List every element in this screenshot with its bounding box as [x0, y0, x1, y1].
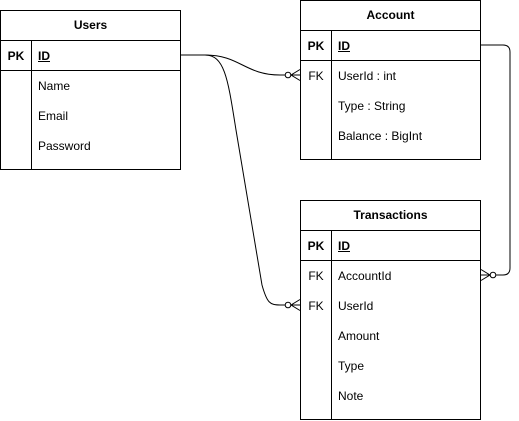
entity-row: FK UserId: [301, 291, 480, 321]
column-divider: [31, 41, 32, 170]
entity-row-pk: PK ID: [1, 41, 180, 71]
pk-label: PK: [307, 39, 325, 53]
field-userid: UserId : int: [338, 69, 397, 83]
field-balance: Balance : BigInt: [338, 129, 423, 143]
entity-account-title: Account: [301, 1, 480, 31]
key-label: [301, 121, 331, 151]
field-amount: Amount: [338, 329, 380, 343]
relationship-users-account: [181, 54, 301, 81]
entity-row: FK AccountId: [301, 261, 480, 291]
entity-transactions[interactable]: Transactions PK ID FK AccountId FK UserI…: [300, 200, 481, 420]
field-type: Type : String: [338, 99, 406, 113]
entity-row: Type: [301, 351, 480, 381]
fk-label: FK: [308, 69, 324, 83]
field-type: Type: [338, 359, 365, 373]
entity-users[interactable]: Users PK ID Name Email Password: [0, 10, 181, 170]
relationship-users-transactions: [204, 54, 301, 311]
entity-transactions-title: Transactions: [301, 201, 480, 231]
key-label: [301, 91, 331, 121]
column-divider: [331, 231, 332, 420]
field-id: ID: [338, 239, 350, 253]
entity-row: Type : String: [301, 91, 480, 121]
entity-row: Name: [1, 71, 180, 101]
zero-marker-icon: [489, 271, 497, 279]
key-label: [301, 381, 331, 411]
entity-row: Balance : BigInt: [301, 121, 480, 151]
entity-row: FK UserId : int: [301, 61, 480, 91]
field-accountid: AccountId: [338, 269, 392, 283]
field-id: ID: [38, 49, 50, 63]
field-note: Note: [338, 389, 364, 403]
key-label: [1, 71, 31, 101]
pk-label: PK: [307, 239, 325, 253]
field-id: ID: [338, 39, 350, 53]
key-label: [1, 131, 31, 161]
entity-row: Password: [1, 131, 180, 161]
key-label: [1, 101, 31, 131]
column-divider: [331, 31, 332, 160]
entity-users-title: Users: [1, 11, 180, 41]
entity-row-pk: PK ID: [301, 231, 480, 261]
entity-row: Email: [1, 101, 180, 131]
field-email: Email: [38, 109, 69, 123]
field-name: Name: [38, 79, 71, 93]
zero-marker-icon: [284, 71, 292, 79]
key-label: [301, 321, 331, 351]
entity-row: Amount: [301, 321, 480, 351]
entity-row-pk: PK ID: [301, 31, 480, 61]
field-password: Password: [38, 139, 91, 153]
entity-row: Note: [301, 381, 480, 411]
zero-marker-icon: [284, 301, 292, 309]
relationship-account-transactions: [480, 44, 511, 281]
fk-label: FK: [308, 299, 324, 313]
pk-label: PK: [7, 49, 25, 63]
key-label: [301, 351, 331, 381]
field-userid: UserId: [338, 299, 374, 313]
fk-label: FK: [308, 269, 324, 283]
entity-account[interactable]: Account PK ID FK UserId : int Type : Str…: [300, 0, 481, 160]
